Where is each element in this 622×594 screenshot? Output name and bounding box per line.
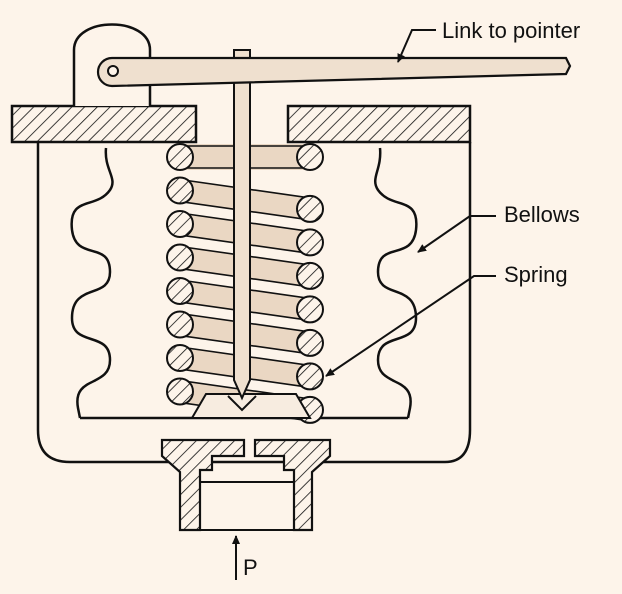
spring-coil-left <box>166 277 194 305</box>
spring-coil-right <box>296 261 324 290</box>
top-plate-left <box>10 104 198 144</box>
spring-coil-left <box>166 344 194 372</box>
spring-coil-left <box>166 176 194 205</box>
inlet-port-right <box>253 438 332 532</box>
link-to-pointer-label: Link to pointer <box>442 18 580 43</box>
center-rod <box>233 49 251 401</box>
bellows-leader-arrow <box>417 215 496 253</box>
spring-leader-arrow <box>325 275 496 377</box>
spring-label: Spring <box>504 262 568 287</box>
spring-coil-right <box>296 228 324 257</box>
pointer-link-lever <box>96 56 572 88</box>
spring-coil-left <box>166 310 194 339</box>
bellows-label: Bellows <box>504 202 580 227</box>
spring-coil-left <box>166 143 194 171</box>
pressure-label: P <box>243 555 258 580</box>
spring-coil-right <box>296 194 324 223</box>
bellows-base-block <box>190 393 312 419</box>
spring-coil-left <box>166 210 194 238</box>
spring-coil-right <box>296 143 324 171</box>
pivot-pin <box>107 65 119 77</box>
spring-coil-right <box>296 362 324 391</box>
spring-coil-left <box>166 377 194 406</box>
top-plate-right <box>286 104 472 144</box>
bellows-left-wall <box>70 147 114 419</box>
spring-coil-right <box>296 295 324 324</box>
housing-outline <box>36 142 472 464</box>
bellows-right-wall <box>373 147 418 419</box>
link-leader-arrow <box>397 29 436 63</box>
rod-seat <box>227 395 257 412</box>
inlet-port-left <box>160 438 246 532</box>
spring-coil-left <box>166 243 194 272</box>
spring-coil-right <box>296 328 324 357</box>
